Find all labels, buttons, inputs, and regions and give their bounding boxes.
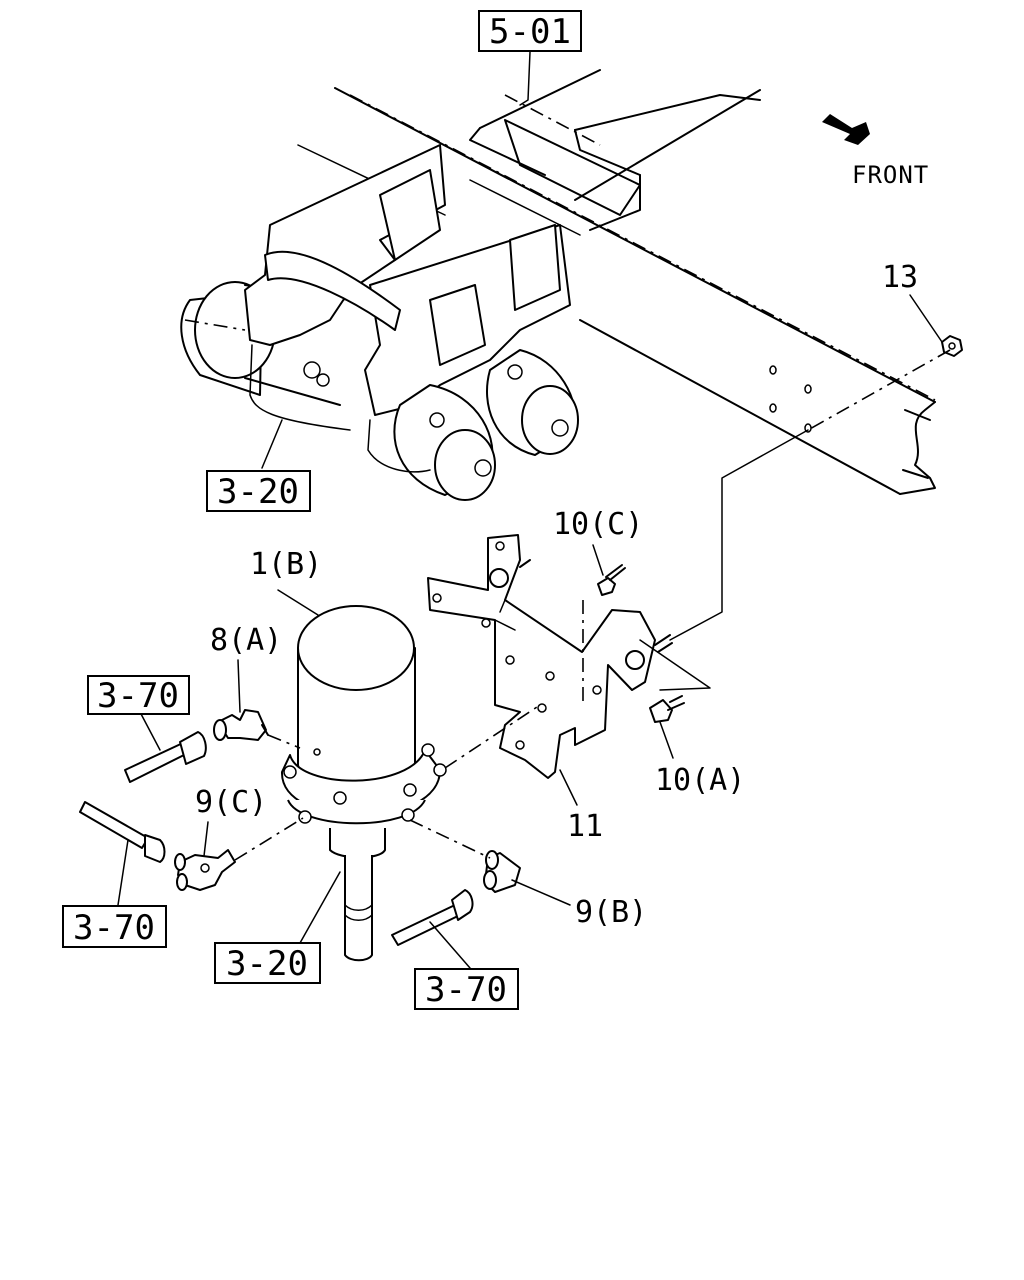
- ref-box-3-20-tanks-label: 3-20: [217, 472, 299, 512]
- ref-box-3-20-tanks[interactable]: 3-20: [206, 470, 311, 512]
- ref-box-3-70-left-upper[interactable]: 3-70: [87, 675, 190, 716]
- elbow-9b: [483, 850, 521, 893]
- leader-line: [909, 294, 943, 343]
- tee-9c: [174, 849, 236, 891]
- bolt-leader: [639, 639, 711, 691]
- bolt-10a: [649, 695, 685, 723]
- elbow-8a: [213, 709, 269, 741]
- ref-box-5-01[interactable]: 5-01: [478, 10, 582, 52]
- callout-1b[interactable]: 1(B): [250, 547, 322, 582]
- frame-hole: [769, 365, 777, 375]
- callout-10c[interactable]: 10(C): [553, 507, 643, 542]
- bracket-11: [427, 534, 656, 779]
- bolt-10c: [597, 564, 626, 596]
- bolt-to-frame-line: [669, 429, 809, 641]
- elbow-9b-centerline: [409, 819, 491, 859]
- ref-box-3-70-right[interactable]: 3-70: [414, 968, 519, 1010]
- nut-centerline: [807, 349, 951, 431]
- drain-hose: [344, 855, 373, 962]
- ref-box-3-70-right-label: 3-70: [425, 970, 507, 1010]
- frame-hole: [804, 384, 812, 394]
- ref-box-5-01-label: 5-01: [489, 12, 571, 52]
- elbow-8a-centerline: [267, 734, 301, 749]
- dryer-to-bracket: [444, 704, 541, 769]
- ref-box-3-70-left-lower[interactable]: 3-70: [62, 905, 167, 948]
- callout-9c[interactable]: 9(C): [195, 785, 267, 820]
- ref-box-3-70-left-upper-label: 3-70: [97, 676, 179, 716]
- pipe-left-upper: [124, 731, 207, 783]
- front-label: FRONT: [852, 161, 929, 189]
- pipe-right: [391, 889, 474, 946]
- tee-9c-centerline: [234, 817, 304, 861]
- ref-box-3-70-left-lower-label: 3-70: [73, 908, 155, 948]
- ref-box-3-20-drain[interactable]: 3-20: [214, 942, 321, 984]
- callout-11[interactable]: 11: [567, 809, 603, 844]
- callout-8a[interactable]: 8(A): [210, 623, 282, 658]
- callout-9b[interactable]: 9(B): [575, 895, 647, 930]
- leader-lines: [117, 51, 674, 969]
- callout-10a[interactable]: 10(A): [655, 763, 745, 798]
- pipe-left-lower: [79, 801, 166, 863]
- front-arrow-icon: [822, 114, 870, 145]
- ref-box-3-20-drain-label: 3-20: [226, 944, 308, 984]
- air-tank-assembly: [180, 144, 579, 501]
- air-dryer-1b: [280, 605, 447, 859]
- callout-13[interactable]: 13: [882, 260, 918, 295]
- nut-13: [941, 335, 963, 357]
- frame-hole: [769, 403, 777, 413]
- bolt-shaft: [654, 634, 673, 653]
